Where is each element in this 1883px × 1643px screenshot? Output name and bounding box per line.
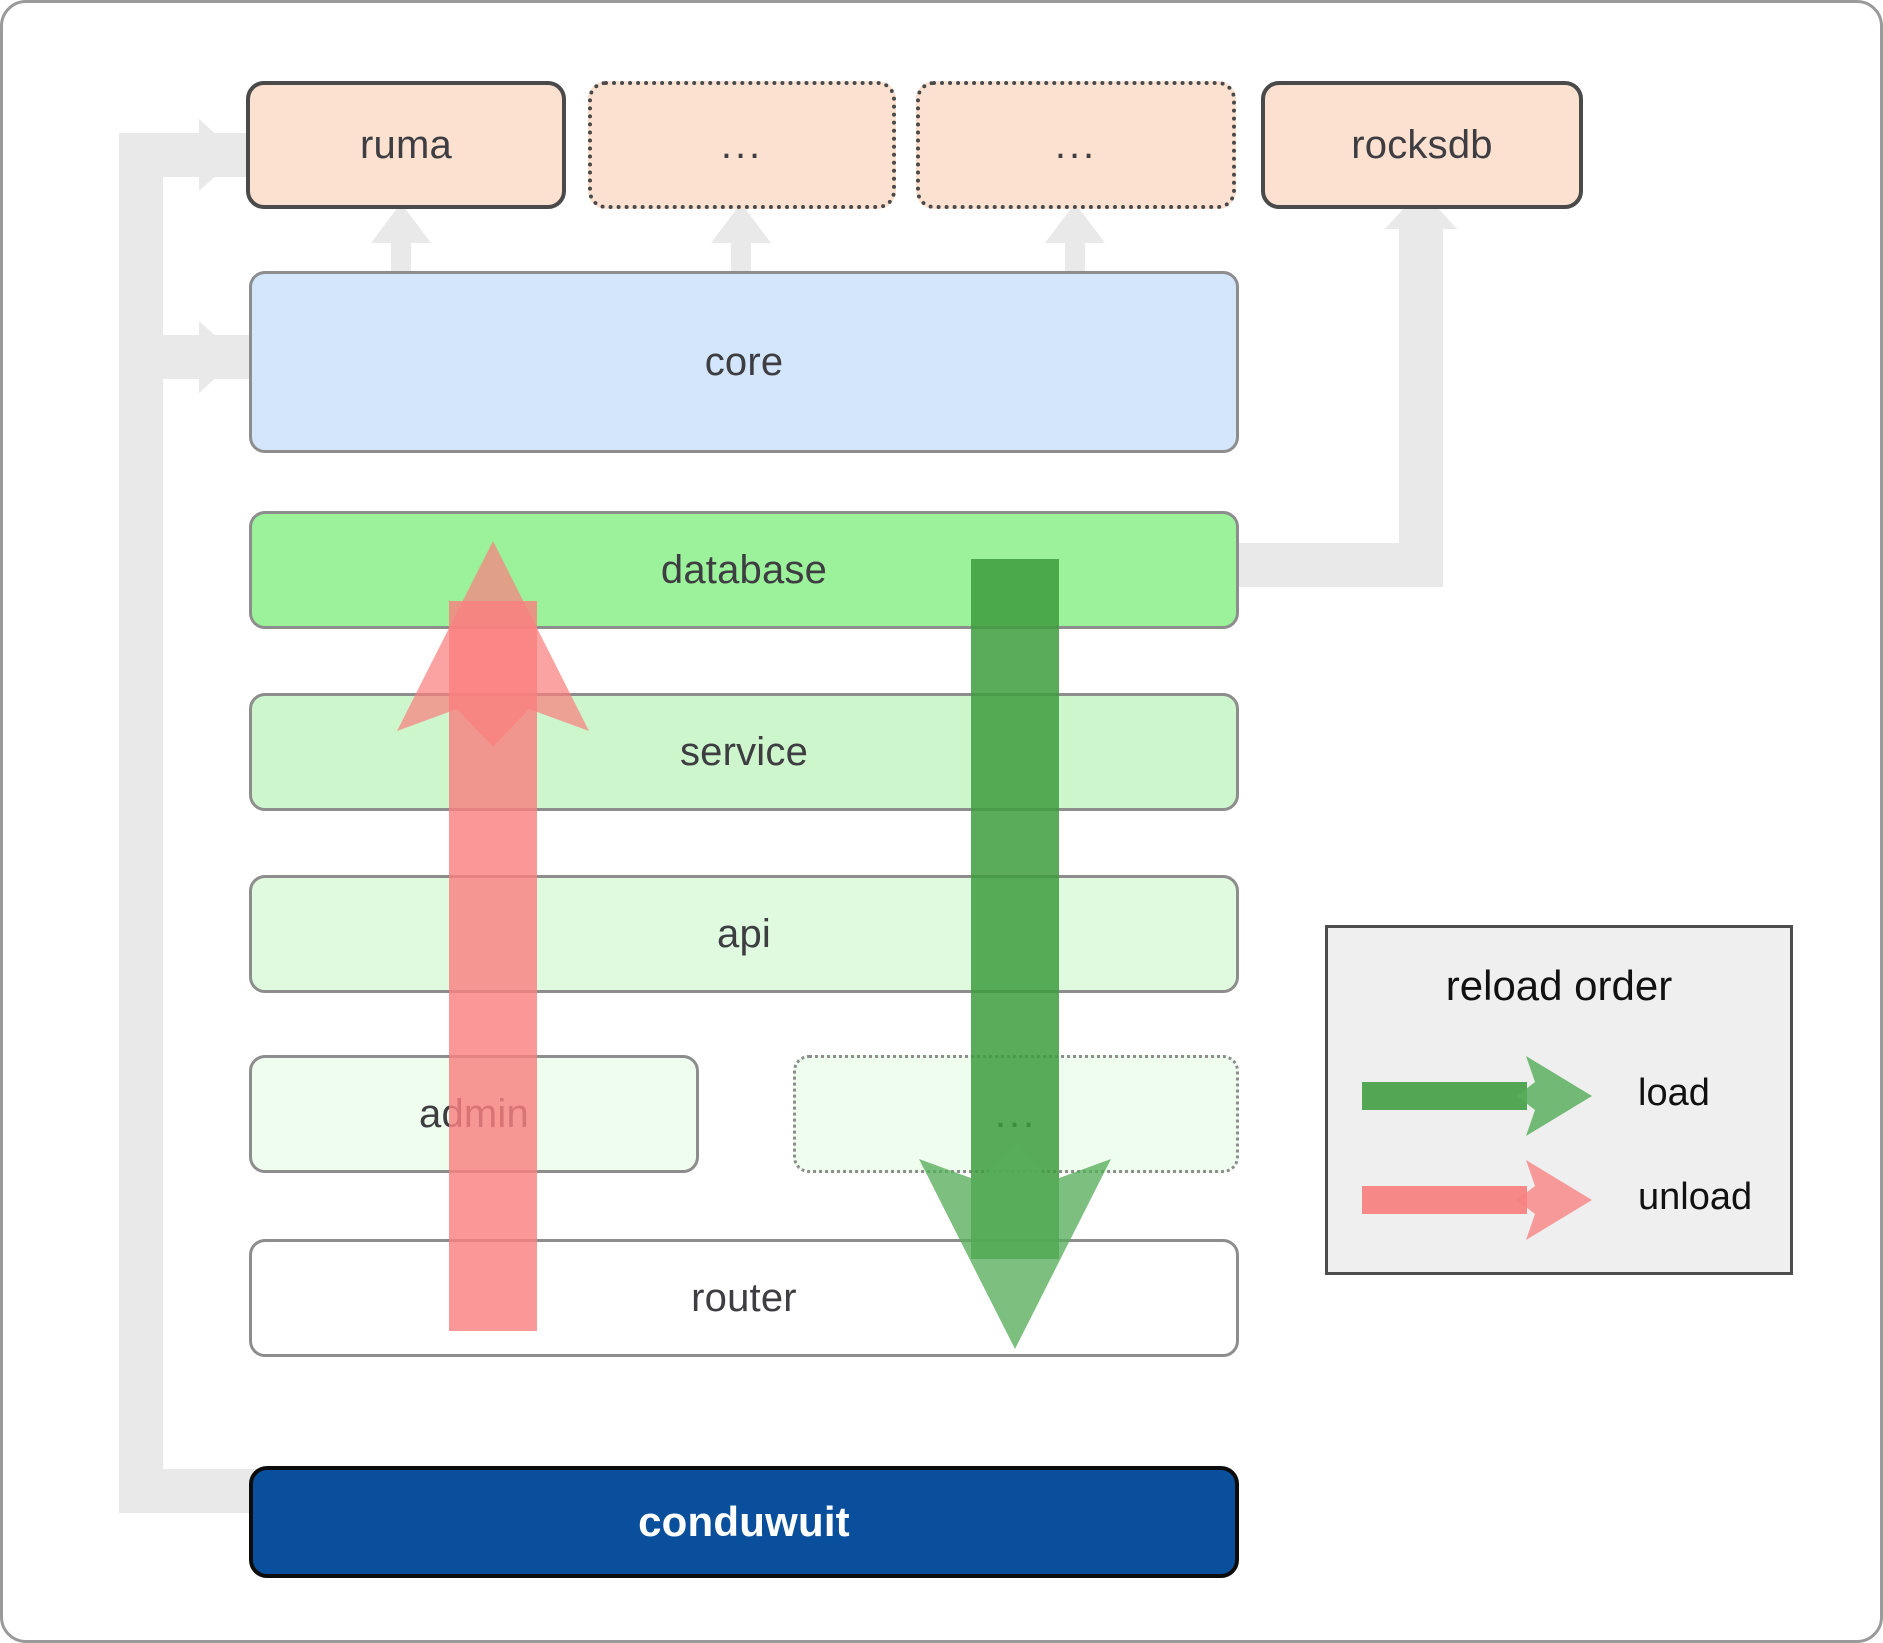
root-label-conduwuit: conduwuit — [638, 1498, 850, 1545]
legend-unload-arrow-icon — [1362, 1160, 1592, 1240]
dep-label-3: ... — [1054, 123, 1098, 167]
layer-box-api[interactable]: api — [249, 875, 1239, 993]
core-to-dep2-arrow-icon — [711, 203, 771, 275]
layer-label-api: api — [717, 911, 771, 956]
layer-box-core[interactable]: core — [249, 271, 1239, 453]
connector-left-trunk — [119, 133, 163, 1513]
connector-to-root — [119, 1469, 259, 1513]
connector-to-ruma-arrow — [199, 119, 239, 191]
legend-label-unload: unload — [1638, 1176, 1753, 1218]
layer-label-core: core — [704, 339, 784, 384]
dep-label-rocksdb: rocksdb — [1351, 122, 1493, 167]
layer-label-service: service — [679, 729, 809, 774]
legend-panel: reload order load unload — [1325, 925, 1793, 1275]
connector-db-to-rocksdb-vertical — [1399, 219, 1443, 587]
dep-box-2[interactable]: ... — [588, 81, 896, 209]
dep-box-rocksdb[interactable]: rocksdb — [1261, 81, 1583, 209]
layer-label-router: router — [691, 1275, 797, 1320]
load-arrow-icon — [919, 559, 1111, 1349]
legend-title: reload order — [1445, 962, 1673, 1009]
connector-db-to-rocksdb-horizontal — [1233, 543, 1423, 587]
dep-label-ruma: ruma — [360, 122, 452, 167]
root-box-conduwuit[interactable]: conduwuit — [249, 1466, 1239, 1578]
core-to-ruma-arrow-icon — [371, 203, 431, 275]
legend-load-arrow-icon — [1362, 1056, 1592, 1136]
unload-arrow-icon — [397, 541, 589, 1331]
dep-box-ruma[interactable]: ruma — [246, 81, 566, 209]
layer-label-database: database — [660, 547, 828, 592]
dep-box-3[interactable]: ... — [916, 81, 1236, 209]
layer-box-router[interactable]: router — [249, 1239, 1239, 1357]
core-to-dep3-arrow-icon — [1045, 203, 1105, 275]
connector-to-core-arrow — [199, 321, 239, 393]
dep-label-2: ... — [720, 123, 764, 167]
layer-box-database[interactable]: database — [249, 511, 1239, 629]
legend-label-load: load — [1638, 1072, 1710, 1114]
